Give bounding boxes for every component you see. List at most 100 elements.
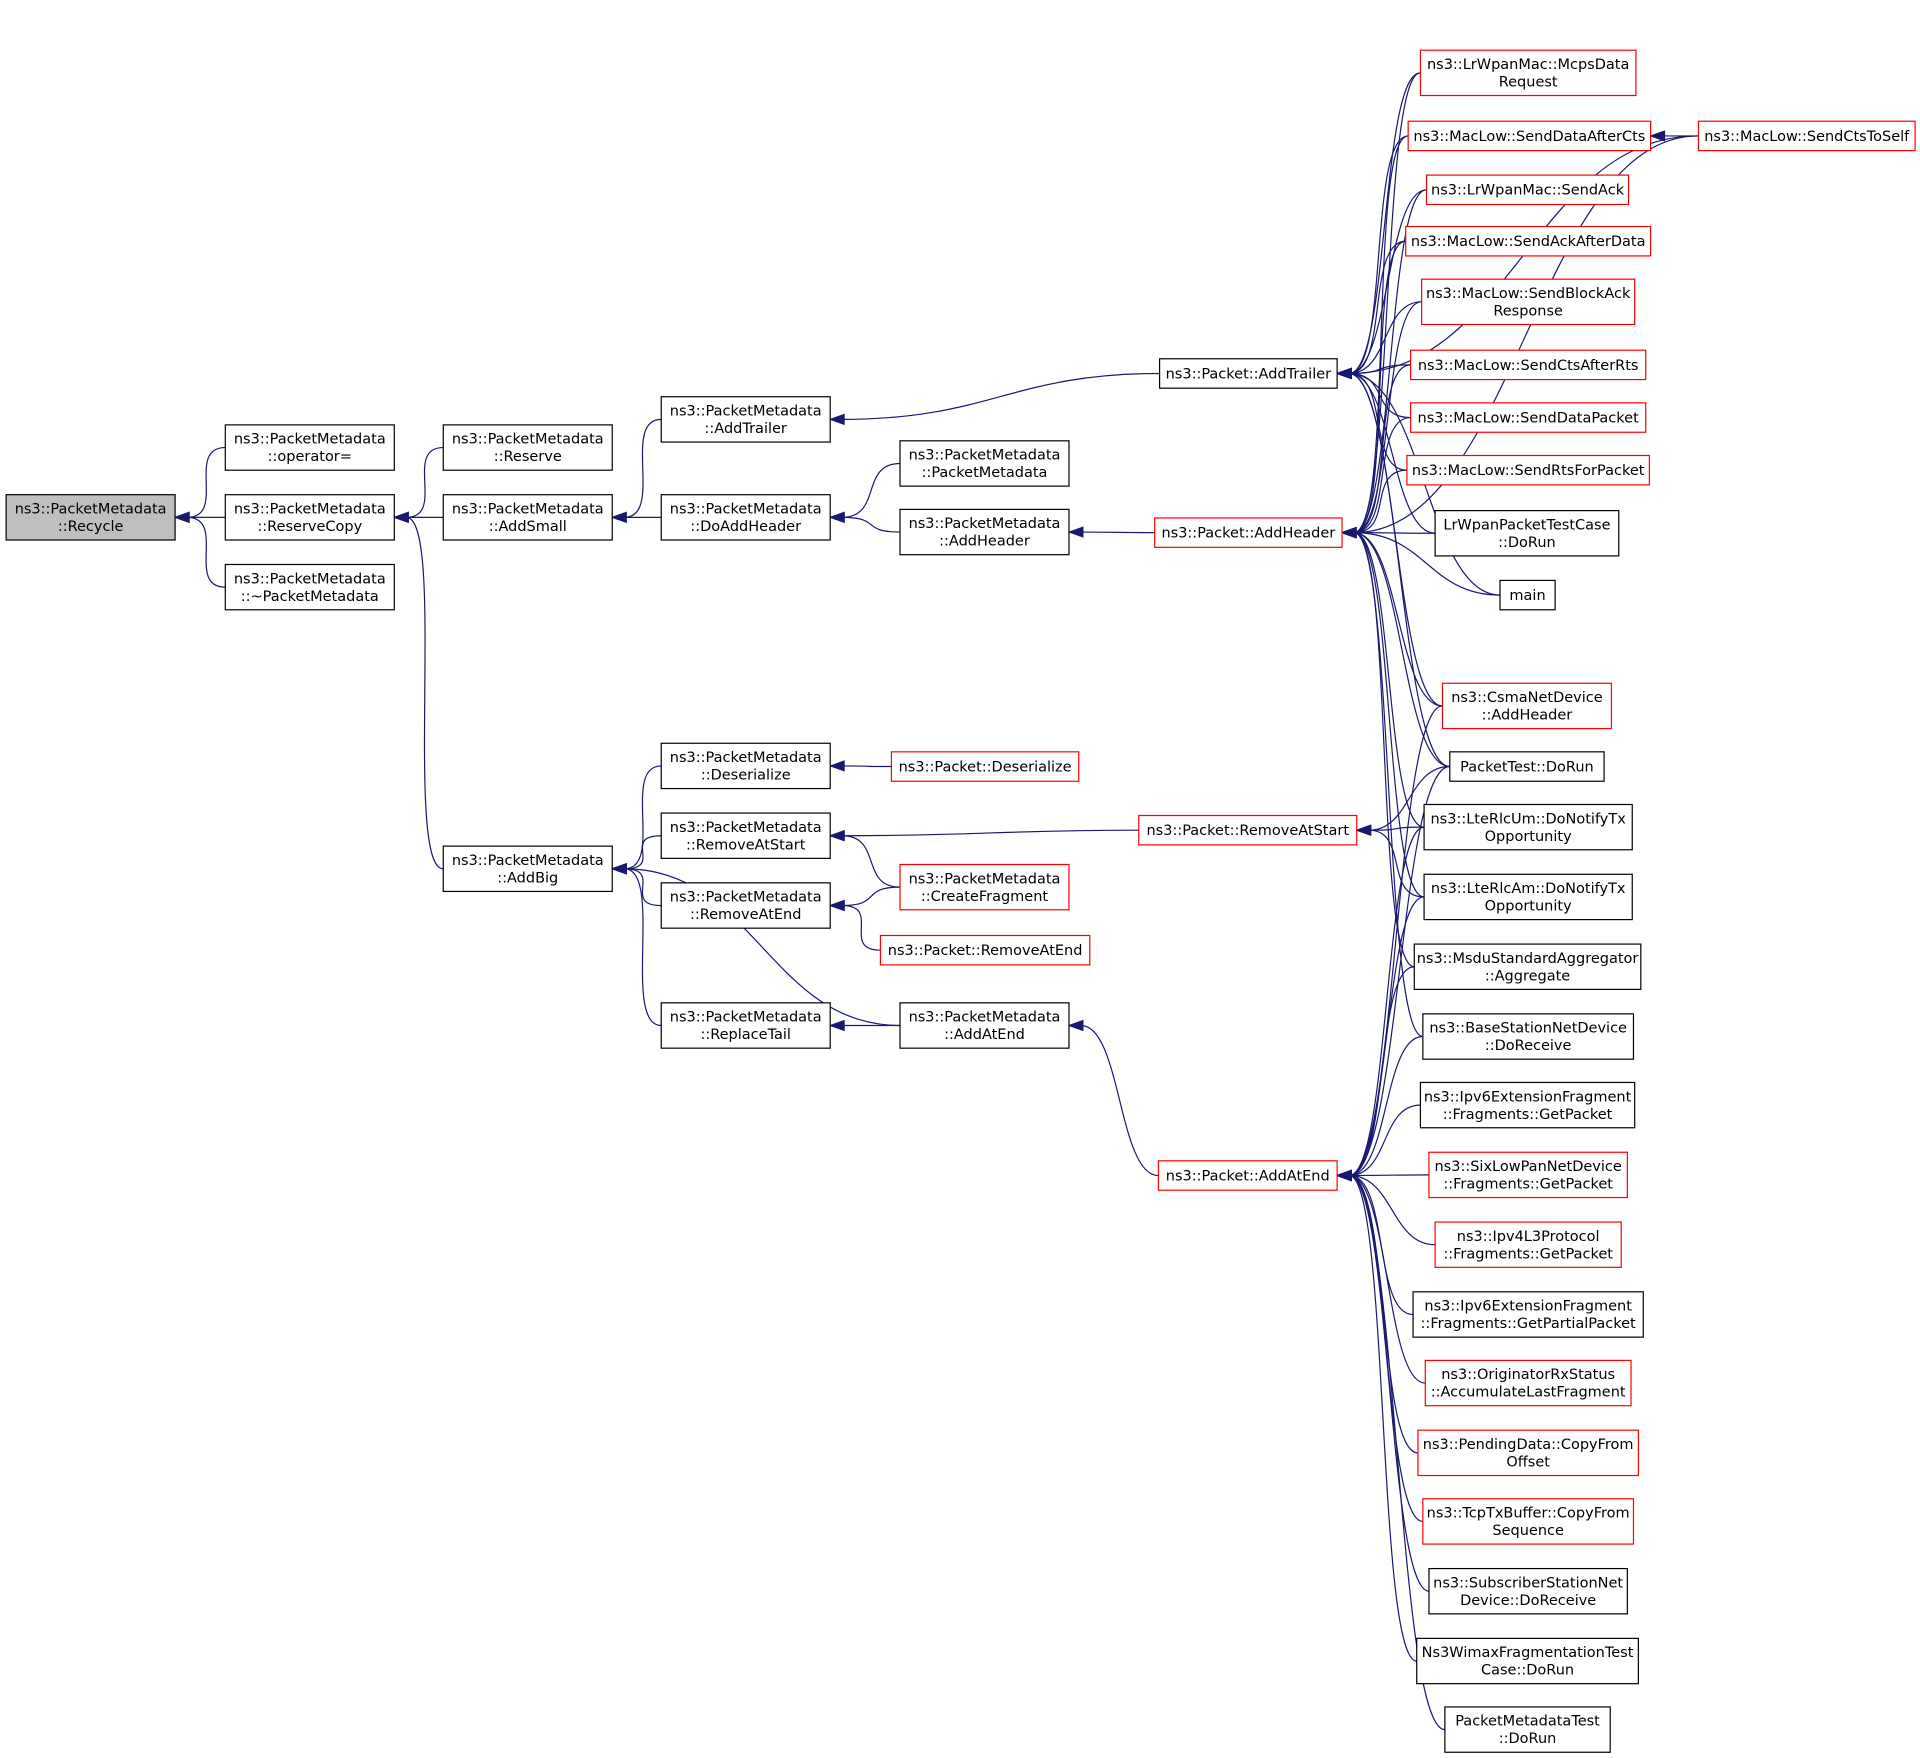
node-label-line: ::AddTrailer (705, 421, 787, 437)
node-box (1417, 1429, 1639, 1477)
node-box (1434, 510, 1620, 557)
node-label-line: ns3::PendingData::CopyFrom (1423, 1437, 1634, 1453)
node-label-line: ::AddHeader (1482, 708, 1573, 724)
node-pm-doaddheader[interactable]: ns3::PacketMetadata::DoAddHeader (660, 494, 831, 541)
call-edge-pm_replacetail-to-addbig (624, 868, 662, 1027)
call-edge-operator_eq-to-recycle (187, 446, 226, 518)
node-label-line: ns3::Packet::AddTrailer (1166, 366, 1332, 382)
node-p-addatend[interactable]: ns3::Packet::AddAtEnd (1157, 1160, 1338, 1191)
node-packettest[interactable]: PacketTest::DoRun (1449, 751, 1605, 782)
node-recycle[interactable]: ns3::PacketMetadata::Recycle (5, 494, 176, 541)
arrowhead-maclow_sendctstoself-to-p_addtrailer (1335, 367, 1352, 380)
node-label-line: ns3::PacketMetadata (234, 501, 386, 517)
node-operator-eq[interactable]: ns3::PacketMetadata::operator= (224, 424, 395, 471)
node-p-addheader[interactable]: ns3::Packet::AddHeader (1154, 517, 1343, 548)
node-label-line: ns3::PacketMetadata (909, 1010, 1061, 1026)
node-addsmall[interactable]: ns3::PacketMetadata::AddSmall (442, 494, 613, 541)
node-maclow-sendackafterdata[interactable]: ns3::MacLow::SendAckAfterData (1405, 225, 1652, 257)
node-reservecopy[interactable]: ns3::PacketMetadata::ReserveCopy (224, 494, 395, 541)
arrowhead-p_addtrailer-to-pm_addtrailer (828, 413, 845, 426)
node-p-addtrailer[interactable]: ns3::Packet::AddTrailer (1158, 358, 1338, 389)
node-label-line: Opportunity (1485, 829, 1572, 845)
node-csma-addheader[interactable]: ns3::CsmaNetDevice::AddHeader (1441, 682, 1613, 730)
node-msdu[interactable]: ns3::MsduStandardAggregator::Aggregate (1413, 943, 1642, 990)
node-label-line: ns3::PacketMetadata (909, 448, 1061, 464)
call-edge-pm_ctor-to-pm_doaddheader (842, 462, 901, 518)
node-maclow-sendctstoself[interactable]: ns3::MacLow::SendCtsToSelf (1697, 120, 1916, 152)
node-maclow-senddataaftercts[interactable]: ns3::MacLow::SendDataAfterCts (1407, 120, 1652, 152)
node-subscriber[interactable]: ns3::SubscriberStationNetDevice::DoRecei… (1428, 1567, 1628, 1615)
call-edge-msdu-to-p_addheader (1353, 532, 1415, 968)
node-reserve[interactable]: ns3::PacketMetadata::Reserve (442, 424, 613, 471)
node-label-line: ns3::PacketMetadata (670, 501, 822, 517)
node-sixlowpan[interactable]: ns3::SixLowPanNetDevice::Fragments::GetP… (1428, 1151, 1628, 1199)
node-p-removeatend[interactable]: ns3::Packet::RemoveAtEnd (879, 934, 1091, 966)
node-destructor[interactable]: ns3::PacketMetadata::~PacketMetadata (224, 563, 395, 611)
node-ipv4l3[interactable]: ns3::Ipv4L3Protocol::Fragments::GetPacke… (1434, 1221, 1622, 1268)
node-pmtest[interactable]: PacketMetadataTest::DoRun (1444, 1706, 1611, 1753)
call-edge-pm_removeatstart-to-addbig (624, 835, 662, 870)
node-label-line: ns3::Packet::RemoveAtStart (1146, 823, 1349, 839)
node-box (1407, 120, 1652, 152)
node-box (660, 882, 831, 929)
node-label-line: ns3::MacLow::SendBlockAck (1426, 286, 1631, 302)
node-label-line: ::operator= (268, 449, 352, 465)
node-box (1444, 1706, 1611, 1753)
call-edge-csma_addheader-to-p_addheader (1354, 532, 1443, 707)
node-box (1416, 1637, 1639, 1685)
node-pm-removeatstart[interactable]: ns3::PacketMetadata::RemoveAtStart (660, 812, 831, 859)
node-label-line: ns3::MacLow::SendCtsAfterRts (1418, 358, 1639, 374)
node-label-line: ::Fragments::GetPartialPacket (1421, 1316, 1637, 1332)
node-label-line: ::Fragments::GetPacket (1443, 1107, 1613, 1123)
node-box (1441, 682, 1613, 730)
node-box (660, 396, 831, 443)
arrowhead-p_addatend-to-pm_addatend (1067, 1019, 1084, 1032)
node-ipv6frag[interactable]: ns3::Ipv6ExtensionFragment::Fragments::G… (1419, 1081, 1636, 1129)
call-edge-addbig-to-reservecopy (406, 516, 444, 870)
node-label-line: ns3::PacketMetadata (670, 820, 822, 836)
node-pm-removeatend[interactable]: ns3::PacketMetadata::RemoveAtEnd (660, 882, 831, 929)
node-label-line: ns3::PacketMetadata (452, 501, 604, 517)
node-maclow-senddatapacket[interactable]: ns3::MacLow::SendDataPacket (1410, 402, 1647, 433)
node-label-line: ns3::MacLow::SendRtsForPacket (1412, 463, 1645, 479)
call-edge-originator-to-p_addatend (1349, 1174, 1426, 1384)
node-addbig[interactable]: ns3::PacketMetadata::AddBig (442, 845, 613, 893)
node-pm-addtrailer[interactable]: ns3::PacketMetadata::AddTrailer (660, 396, 831, 443)
node-label-line: ns3::TcpTxBuffer::CopyFrom (1427, 1506, 1630, 1522)
node-maclow-sendrtsforpacket[interactable]: ns3::MacLow::SendRtsForPacket (1406, 454, 1650, 486)
node-pm-createfragment[interactable]: ns3::PacketMetadata::CreateFragment (899, 863, 1070, 911)
node-main[interactable]: main (1499, 579, 1556, 611)
node-pm-addatend[interactable]: ns3::PacketMetadata::AddAtEnd (899, 1002, 1070, 1049)
node-box (1138, 814, 1358, 846)
call-edge-maclow_senddatapacket-to-p_addheader (1354, 416, 1411, 534)
node-p-removeatstart[interactable]: ns3::Packet::RemoveAtStart (1138, 814, 1358, 846)
node-pm-addheader[interactable]: ns3::PacketMetadata::AddHeader (899, 508, 1070, 556)
node-label-line: ::Deserialize (701, 768, 791, 784)
call-edge-maclow_sendackafterdata-to-p_addheader (1353, 240, 1406, 534)
call-edge-lterlcum-to-p_addheader (1353, 532, 1425, 828)
node-lrwpan-testcase[interactable]: LrWpanPacketTestCase::DoRun (1434, 510, 1620, 557)
node-pm-replacetail[interactable]: ns3::PacketMetadata::ReplaceTail (660, 1002, 831, 1049)
node-label-line: ns3::PacketMetadata (670, 404, 822, 420)
node-p-deserialize[interactable]: ns3::Packet::Deserialize (890, 751, 1080, 782)
node-originator[interactable]: ns3::OriginatorRxStatus::AccumulateLastF… (1424, 1359, 1632, 1407)
node-label-line: Request (1499, 75, 1558, 91)
call-edge-sixlowpan-to-p_addatend (1349, 1174, 1429, 1177)
node-lrwpan-sendack[interactable]: ns3::LrWpanMac::SendAck (1425, 174, 1630, 206)
node-label-line: ::DoRun (1499, 1731, 1557, 1747)
node-pm-ctor[interactable]: ns3::PacketMetadata::PacketMetadata (899, 440, 1070, 487)
node-ipv6partial[interactable]: ns3::Ipv6ExtensionFragment::Fragments::G… (1412, 1291, 1644, 1338)
call-edge-maclow_sendrtsforpacket-to-p_addheader (1354, 469, 1407, 534)
call-edge-pm_addheader-to-pm_doaddheader (842, 516, 901, 533)
node-basestation[interactable]: ns3::BaseStationNetDevice::DoReceive (1422, 1013, 1635, 1060)
call-edge-ipv4l3-to-p_addatend (1349, 1174, 1436, 1246)
node-maclow-sendctsafterrts[interactable]: ns3::MacLow::SendCtsAfterRts (1410, 349, 1647, 381)
node-pm-deserialize[interactable]: ns3::PacketMetadata::Deserialize (660, 742, 831, 790)
